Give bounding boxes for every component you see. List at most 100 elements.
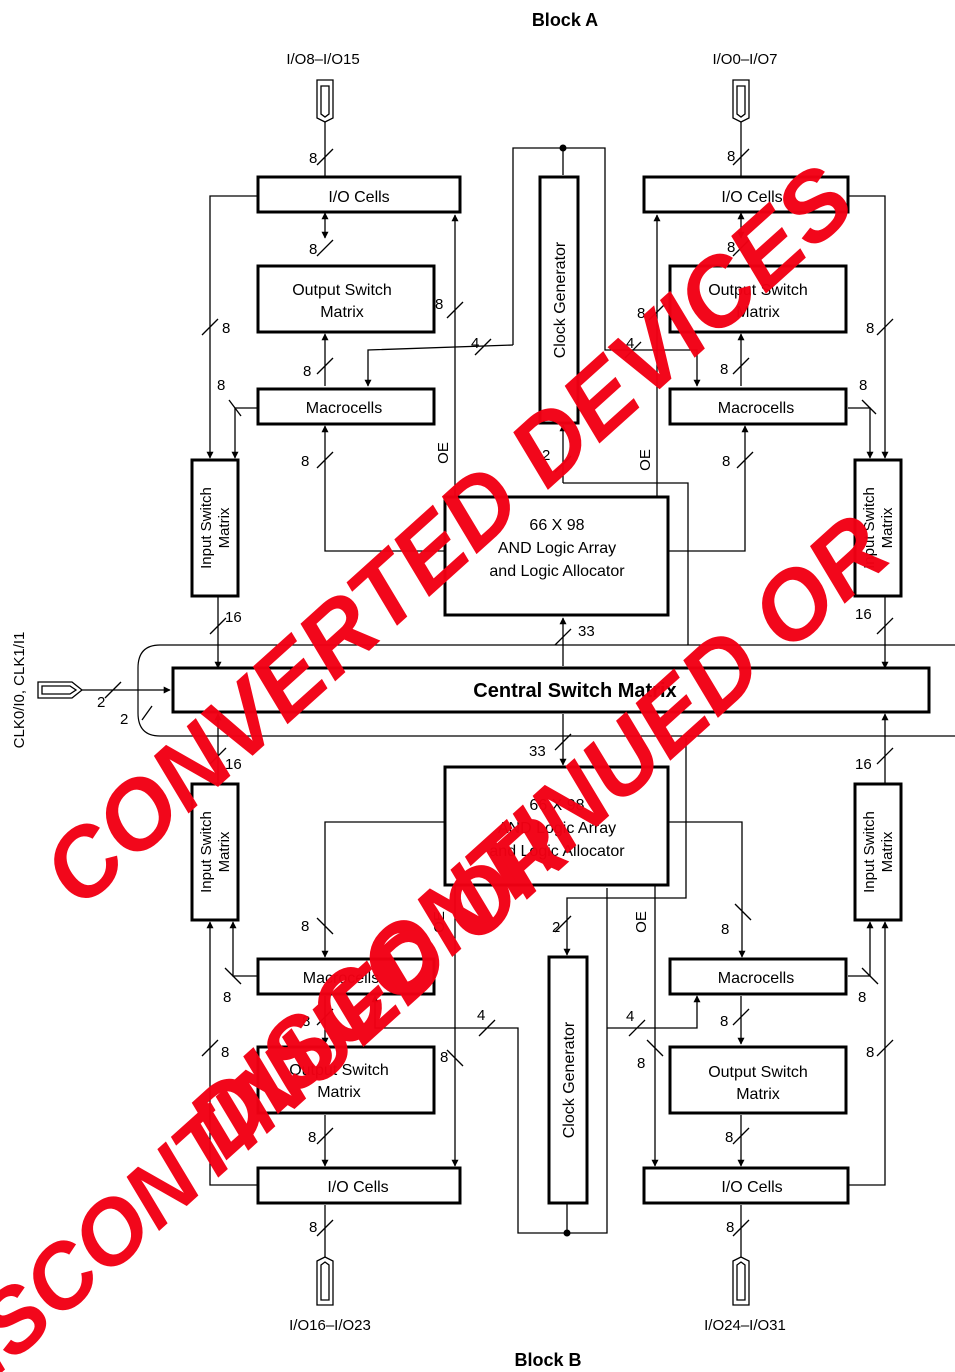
and-array-label-top-2: AND Logic Array bbox=[498, 540, 616, 557]
output-switch-label-br-2: Matrix bbox=[736, 1086, 780, 1103]
oe-label-br: OE bbox=[633, 911, 650, 933]
wire-clk-tl bbox=[512, 147, 564, 345]
bus-label: 8 bbox=[866, 320, 874, 337]
wire-and-mc-br bbox=[668, 821, 746, 958]
bus-label: 2 bbox=[552, 919, 560, 936]
pin-symbols bbox=[37, 79, 750, 1306]
and-array-label-top-1: 66 X 98 bbox=[529, 517, 584, 534]
pin-symbol-clk bbox=[37, 681, 84, 699]
input-switch-box-bl bbox=[190, 782, 240, 922]
io-cells-label-tr: I/O Cells bbox=[721, 189, 782, 206]
bus-label: 8 bbox=[309, 1219, 317, 1236]
pin-symbol-br bbox=[732, 1256, 750, 1306]
and-array-label-bottom-2: AND Logic Array bbox=[498, 820, 616, 837]
output-switch-label-tl-2: Matrix bbox=[320, 304, 364, 321]
input-switch-label-tr-1: Input Switch bbox=[861, 487, 878, 569]
clock-generator-box-bottom bbox=[547, 955, 589, 1205]
wire-clk-bl bbox=[371, 888, 608, 1234]
output-switch-box-tl bbox=[256, 264, 436, 334]
bus-label: 2 bbox=[542, 447, 550, 464]
bus-label: 8 bbox=[721, 921, 729, 938]
boxes bbox=[171, 175, 931, 1205]
wire-mc-ism-br bbox=[848, 921, 874, 977]
input-switch-label-bl-2: Matrix bbox=[216, 831, 233, 872]
io-cells-box-br bbox=[642, 1166, 850, 1205]
bus-label: 8 bbox=[858, 989, 866, 1006]
output-switch-box-tr bbox=[668, 264, 848, 334]
bus-label: 8 bbox=[301, 453, 309, 470]
bus-label: 8 bbox=[866, 1044, 874, 1061]
oe-label-tr: OE bbox=[637, 449, 654, 471]
wire-mc-ism-bl bbox=[229, 921, 258, 977]
clock-generator-box-top bbox=[538, 175, 580, 425]
io-cells-box-bl bbox=[256, 1166, 462, 1205]
output-switch-label-tr-2: Matrix bbox=[736, 304, 780, 321]
wire-clk4-tr bbox=[563, 147, 701, 387]
central-switch-box bbox=[171, 666, 931, 714]
output-switch-label-bl-1: Output Switch bbox=[289, 1062, 389, 1079]
output-switch-label-tr-1: Output Switch bbox=[708, 282, 808, 299]
wire-mc-ism-tl bbox=[231, 407, 258, 459]
pin-symbol-bl bbox=[316, 1256, 334, 1306]
macrocells-label-tr: Macrocells bbox=[718, 400, 794, 417]
macrocells-box-bl bbox=[256, 957, 436, 996]
bus-label: 8 bbox=[722, 453, 730, 470]
bus-label: 8 bbox=[720, 361, 728, 378]
output-switch-label-br-1: Output Switch bbox=[708, 1064, 808, 1081]
junctions bbox=[559, 144, 571, 1237]
bus-label: 8 bbox=[309, 150, 317, 167]
pin-label-br: I/O24–I/O31 bbox=[704, 1317, 786, 1334]
clock-generator-label-bottom: Clock Generator bbox=[561, 1021, 578, 1138]
clock-pin-label: CLK0/I0, CLK1/I1 bbox=[11, 632, 28, 749]
junction-dot-bottom bbox=[563, 1229, 571, 1237]
pin-symbol-tr bbox=[732, 79, 750, 123]
bus-label: 16 bbox=[225, 756, 242, 773]
wire-io-ism-bl bbox=[206, 921, 258, 1186]
title-block-b: Block B bbox=[514, 1350, 581, 1370]
input-switch-box-tl bbox=[190, 458, 240, 598]
bus-label: 33 bbox=[578, 623, 595, 640]
bus-label: 8 bbox=[859, 377, 867, 394]
wire-mc-ism-tr bbox=[848, 407, 874, 459]
output-switch-label-bl-2: Matrix bbox=[317, 1084, 361, 1101]
and-array-box-top bbox=[443, 495, 670, 617]
junction-dot-top bbox=[559, 144, 567, 152]
oe-label-tl: OE bbox=[435, 442, 452, 464]
input-switch-label-tl-2: Matrix bbox=[216, 507, 233, 548]
pin-label-tl: I/O8–I/O15 bbox=[286, 51, 359, 68]
input-switch-label-tr-2: Matrix bbox=[879, 507, 896, 548]
bus-label: 8 bbox=[217, 377, 225, 394]
and-array-label-bottom-3: and Logic Allocator bbox=[489, 843, 625, 860]
bus-label: 16 bbox=[225, 609, 242, 626]
oe-label-bl: OE bbox=[431, 911, 448, 933]
output-switch-box-br bbox=[668, 1045, 848, 1115]
input-switch-box-br bbox=[853, 782, 903, 922]
wire-and-mc-bl bbox=[321, 821, 445, 958]
bus-label: 16 bbox=[855, 756, 872, 773]
input-switch-label-bl-1: Input Switch bbox=[198, 811, 215, 893]
bus-label: 8 bbox=[720, 1013, 728, 1030]
macrocells-box-tl bbox=[256, 387, 436, 426]
bus-label: 8 bbox=[221, 1044, 229, 1061]
bus-label: 4 bbox=[477, 1007, 485, 1024]
input-switch-label-br-2: Matrix bbox=[879, 831, 896, 872]
io-cells-box-tr bbox=[642, 175, 850, 214]
bus-label: 33 bbox=[529, 743, 546, 760]
pin-symbol-tl bbox=[316, 79, 334, 123]
pin-label-bl: I/O16–I/O23 bbox=[289, 1317, 371, 1334]
wires bbox=[82, 122, 889, 1257]
bus-label: 8 bbox=[435, 296, 443, 313]
bus-label: 8 bbox=[303, 363, 311, 380]
bus-label: 8 bbox=[725, 1129, 733, 1146]
bus-label: 2 bbox=[97, 694, 105, 711]
bus-label: 8 bbox=[727, 148, 735, 165]
io-cells-label-tl: I/O Cells bbox=[328, 189, 389, 206]
wire-io-ism-tl bbox=[206, 195, 258, 459]
bus-label: 8 bbox=[637, 1055, 645, 1072]
bus-label: 8 bbox=[222, 320, 230, 337]
macrocells-box-br bbox=[668, 957, 848, 996]
io-cells-box-tl bbox=[256, 175, 462, 214]
io-cells-label-bl: I/O Cells bbox=[327, 1179, 388, 1196]
bus-label: 4 bbox=[626, 1008, 634, 1025]
